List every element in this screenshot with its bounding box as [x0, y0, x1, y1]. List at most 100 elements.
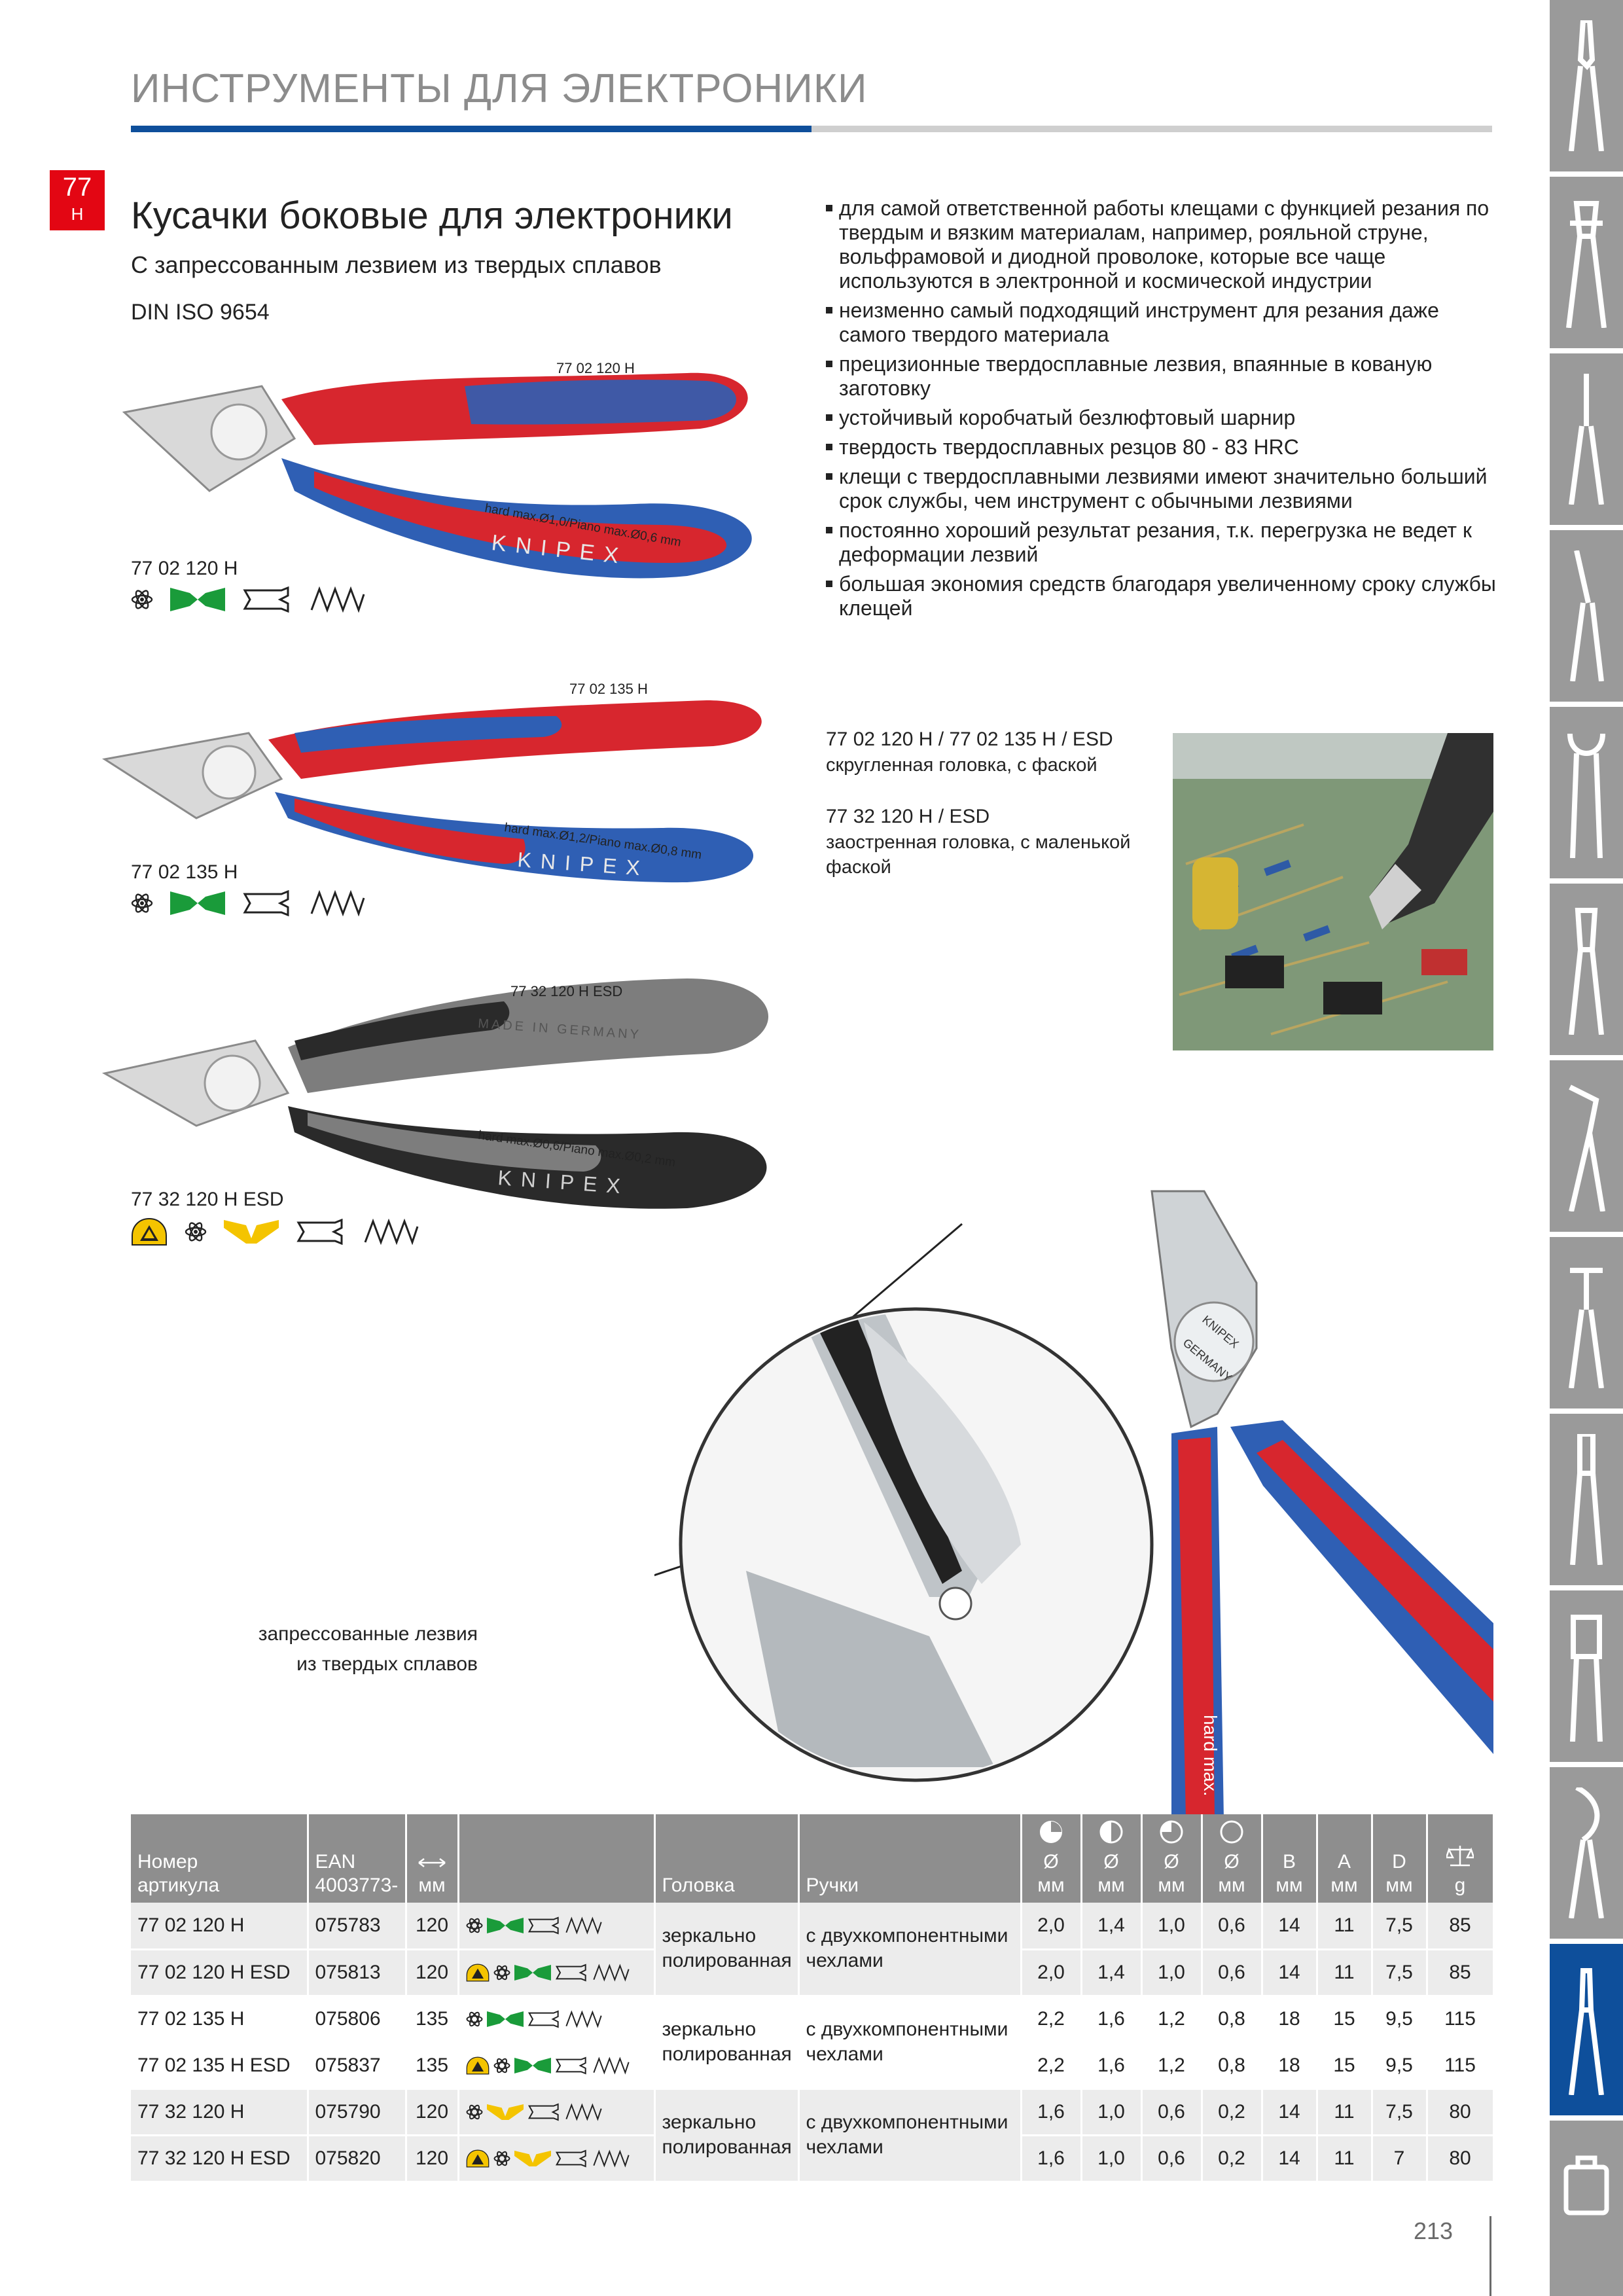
spec-d3: 1,0	[1141, 1949, 1203, 1997]
col-cut-medium: Ø мм	[1081, 1814, 1143, 1903]
application-photo[interactable]	[1173, 733, 1493, 1050]
spec-g: 80	[1427, 2135, 1495, 2183]
tab-stripping-pliers[interactable]	[1550, 177, 1623, 348]
tool-case-icon	[1563, 2155, 1609, 2215]
yellow-blade-icon	[486, 2104, 524, 2120]
ean-code: 075813	[308, 1949, 407, 1997]
blade-detail-view[interactable]: KNIPEX GERMANY hard max.	[654, 1178, 1493, 1820]
spec-d4: 0,6	[1202, 1949, 1263, 1997]
upper-handle	[268, 700, 762, 779]
head-finish: зеркально полированная	[654, 1903, 800, 1997]
callout-line-2: из твердых сплавов	[296, 1653, 478, 1675]
product-icon-row	[131, 890, 365, 916]
spec-d2: 1,0	[1081, 2135, 1143, 2183]
atom-icon	[131, 893, 153, 913]
product-image-77-02-120-h[interactable]: 77 02 120 H hard max.Ø1,0/Piano max.Ø0,6…	[98, 340, 805, 589]
tab-circlip-pliers[interactable]	[1550, 1237, 1623, 1408]
yellow-blade-icon	[224, 1220, 279, 1244]
spec-d2: 1,6	[1081, 1996, 1143, 2043]
header-rule-accent	[131, 126, 812, 132]
feature-icons	[458, 2042, 656, 2090]
length-arrow-icon	[418, 1858, 446, 1867]
tab-long-nose-pliers[interactable]	[1550, 353, 1623, 525]
chapter-number: 77	[62, 173, 92, 202]
wire-hardness-icon	[592, 2056, 630, 2075]
feature-item: большая экономия средств благодаря увели…	[826, 572, 1500, 620]
tab-water-pump-pliers[interactable]	[1550, 1060, 1623, 1232]
spec-b: 14	[1262, 2089, 1318, 2136]
blade-facet	[864, 1322, 1021, 1584]
tab-cable-cutters[interactable]	[1550, 1767, 1623, 1939]
col-cut-soft: Ø мм	[1141, 1814, 1203, 1903]
capacitor	[1192, 857, 1238, 929]
product-image-77-02-135-h[interactable]: 77 02 135 H hard max.Ø1,2/Piano max.Ø0,8…	[98, 668, 805, 884]
tab-end-cutters[interactable]	[1550, 707, 1623, 878]
feature-icons	[458, 2089, 656, 2136]
stripping-pliers-icon	[1566, 201, 1607, 328]
length-mm: 135	[406, 1996, 459, 2043]
hinge-icon	[210, 403, 268, 461]
tab-bent-pliers[interactable]	[1550, 530, 1623, 702]
callout-line-1: запрессованные лезвия	[258, 1623, 478, 1645]
tab-electronics-pliers[interactable]	[1550, 1944, 1623, 2115]
chapter-badge[interactable]: 77 H	[50, 170, 105, 230]
spec-a: 11	[1317, 1903, 1373, 1950]
col-icons	[458, 1814, 656, 1903]
plier-head	[122, 385, 296, 492]
circuit-board-image	[1173, 733, 1493, 1050]
head-note-desc: скругленная головка, с фаской	[826, 755, 1097, 776]
cutting-edge-icon	[555, 2056, 586, 2074]
upper-handle-grip	[294, 1001, 510, 1060]
spec-g: 115	[1427, 1996, 1495, 2043]
water-pump-pliers-icon	[1569, 1085, 1605, 1211]
esd-warning-icon	[466, 2056, 489, 2074]
tab-crimping-pliers[interactable]	[1550, 1590, 1623, 1762]
yellow-blade-icon	[514, 2150, 551, 2166]
handle-engraving: hard max.	[1200, 1715, 1221, 1797]
green-blade-icon	[486, 2011, 524, 2027]
electronics-pliers-icon	[1569, 1968, 1604, 2095]
ean-code: 075783	[308, 1903, 407, 1950]
wire-hardness-icon	[592, 2149, 630, 2168]
tab-pliers-combination[interactable]	[1550, 0, 1623, 171]
spec-d: 9,5	[1372, 2042, 1428, 2090]
upper-handle-grip	[465, 380, 736, 425]
spec-d4: 0,8	[1202, 2042, 1263, 2090]
lower-handle-grip	[294, 798, 526, 864]
atom-icon	[493, 1965, 510, 1980]
tab-gripping-pliers[interactable]	[1550, 1414, 1623, 1585]
length-mm: 120	[406, 1903, 459, 1950]
hinge-icon	[202, 745, 257, 800]
article-number: 77 02 120 H	[131, 1903, 309, 1950]
atom-icon	[131, 590, 153, 609]
long-nose-pliers-icon	[1569, 374, 1604, 505]
esd-warning-icon	[466, 1963, 489, 1981]
atom-icon	[185, 1222, 207, 1242]
spec-d: 7,5	[1372, 1949, 1428, 1997]
callout-text: запрессованные лезвия из твердых сплавов	[196, 1619, 478, 1679]
spec-d1: 2,2	[1021, 1996, 1082, 2043]
head-note-code: 77 02 120 H / 77 02 135 H / ESD	[826, 728, 1113, 750]
product-image-77-32-120-h-esd[interactable]: 77 32 120 H ESD MADE IN GERMANY hard max…	[98, 962, 805, 1217]
spec-d: 7	[1372, 2135, 1428, 2183]
product-standard: DIN ISO 9654	[131, 300, 270, 325]
col-handles: Ручки	[798, 1814, 1022, 1903]
spec-d3: 1,2	[1141, 2042, 1203, 2090]
length-mm: 120	[406, 1949, 459, 1997]
spec-d3: 1,2	[1141, 1996, 1203, 2043]
atom-icon	[493, 2151, 510, 2166]
article-number: 77 32 120 H ESD	[131, 2135, 309, 2183]
pliers-icon	[1569, 20, 1604, 151]
detail-handle-right-grip	[1257, 1440, 1493, 1702]
detail-handle-right	[1230, 1420, 1493, 1754]
atom-icon	[466, 2011, 482, 2026]
spec-b: 18	[1262, 1996, 1318, 2043]
spec-d4: 0,2	[1202, 2089, 1263, 2136]
tab-diagonal-cutters[interactable]	[1550, 884, 1623, 1055]
col-head: Головка	[654, 1814, 800, 1903]
tab-tool-cases[interactable]	[1550, 2121, 1623, 2296]
detail-handle-left-grip	[1178, 1437, 1215, 1820]
wire-hardness-icon	[310, 586, 365, 613]
